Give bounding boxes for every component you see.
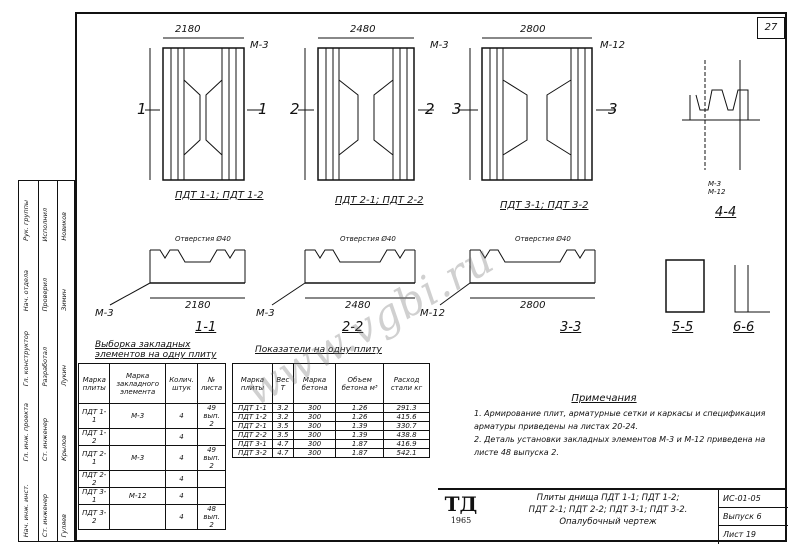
- view2-section-num: 2: [290, 100, 300, 118]
- table1-title: Выборка закладных элементов на одну плит…: [95, 340, 217, 360]
- t1-h1: Марка закладного элемента: [109, 363, 166, 404]
- indicators-table: Марка плиты Вес Т Марка бетона Объем бет…: [232, 363, 430, 458]
- t2-h0: Марка плиты: [232, 363, 273, 404]
- section-5-5: [665, 259, 705, 313]
- view3-insert: М-12: [600, 40, 625, 51]
- sec2-insert: М-3: [256, 308, 275, 319]
- sheet-title: Плиты днища ПДТ 1-1; ПДТ 1-2; ПДТ 2-1; П…: [528, 493, 688, 527]
- view3-width: 2800: [520, 24, 546, 35]
- sec6-label: 6-6: [733, 320, 755, 335]
- view1-label: ПДТ 1-1; ПДТ 1-2: [175, 190, 264, 201]
- signature-block: Нач. инж. инст. Ст. инженер Гуляев Гл. и…: [18, 180, 75, 542]
- sec3-hole: Отверстия Ø40: [515, 235, 571, 243]
- sheet-number: Лист 19: [723, 530, 757, 539]
- plan-view-2: [298, 37, 434, 181]
- sec1-width: 2180: [185, 300, 211, 311]
- notes-block: Примечания 1. Армирование плит, арматурн…: [474, 392, 774, 459]
- view1-insert: М-3: [250, 40, 269, 51]
- sheet-code: ИС-01-05 Выпуск 6 Лист 19: [718, 490, 788, 544]
- t1-h2: Колич. штук: [164, 363, 199, 404]
- t1-h0: Марка плиты: [77, 363, 111, 404]
- section-4-4: [682, 60, 760, 170]
- view3-section-num: 3: [452, 100, 462, 118]
- inserts-table: Марка плиты Марка закладного элемента Ко…: [77, 363, 226, 530]
- view2-label: ПДТ 2-1; ПДТ 2-2: [335, 195, 424, 206]
- sec1-label: 1-1: [195, 320, 217, 335]
- section-3-3: [439, 249, 596, 306]
- view2-section-num-r: 2: [425, 100, 435, 118]
- sec2-label: 2-2: [342, 320, 364, 335]
- view1-section-num: 1: [137, 100, 147, 118]
- sec2-width: 2480: [345, 300, 371, 311]
- section-6-6: [734, 265, 770, 313]
- plan-view-3: [458, 37, 616, 181]
- sec4-insert2: М-12: [708, 188, 726, 196]
- note-2: 2. Деталь установки закладных элементов …: [474, 435, 766, 457]
- t2-h4: Расход стали кг: [383, 363, 430, 404]
- plan-view-1: [145, 37, 262, 181]
- sec3-label: 3-3: [560, 320, 582, 335]
- view1-section-num-r: 1: [258, 100, 268, 118]
- section-2-2: [271, 249, 416, 306]
- sec3-width: 2800: [520, 300, 546, 311]
- series-code: ИС-01-05: [719, 490, 788, 508]
- page-number: 27: [757, 17, 785, 39]
- section-1-1: [109, 249, 246, 306]
- t2-h2: Марка бетона: [292, 363, 337, 404]
- table2-title: Показатели на одну плиту: [255, 345, 382, 355]
- sec1-insert: М-3: [95, 308, 114, 319]
- sec4-insert1: М-3: [708, 180, 722, 188]
- drawing-frame: [75, 12, 787, 542]
- sec1-hole: Отверстия Ø40: [175, 235, 231, 243]
- view2-width: 2480: [350, 24, 376, 35]
- notes-heading: Примечания: [571, 393, 637, 404]
- sec3-insert: М-12: [420, 308, 445, 319]
- note-1: 1. Армирование плит, арматурные сетки и …: [474, 409, 766, 431]
- sec2-hole: Отверстия Ø40: [340, 235, 396, 243]
- t1-h3: № листа: [197, 363, 226, 404]
- view3-label: ПДТ 3-1; ПДТ 3-2: [500, 200, 589, 211]
- issue-number: Выпуск 6: [719, 508, 788, 526]
- sec4-label: 4-4: [715, 205, 737, 220]
- sec5-label: 5-5: [672, 320, 694, 335]
- view3-section-num-r: 3: [608, 100, 618, 118]
- view1-width: 2180: [175, 24, 201, 35]
- t2-h3: Объем бетона м³: [335, 363, 385, 404]
- view2-insert: М-3: [430, 40, 449, 51]
